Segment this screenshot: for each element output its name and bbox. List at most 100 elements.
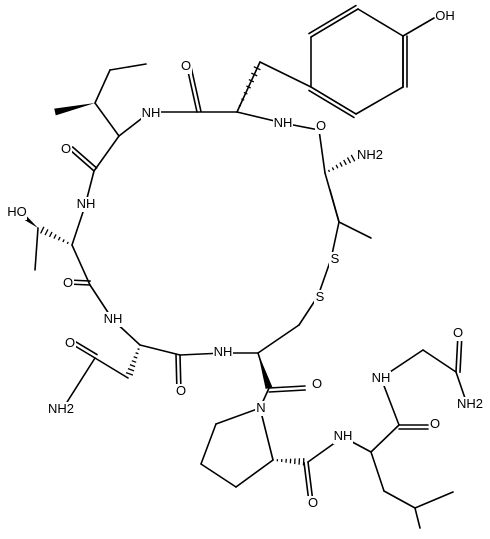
bond-27 <box>259 407 274 461</box>
label-bg-o-thr <box>62 276 74 291</box>
bond-layer <box>34 4 468 529</box>
bond-24 <box>200 423 217 465</box>
label-bg-nh2-top <box>356 148 384 163</box>
atom-label-o-tyr: O <box>181 58 191 73</box>
atom-label-s-upper: S <box>331 251 340 266</box>
hash-bond-2 <box>40 226 69 245</box>
bond-double-56 <box>308 4 357 35</box>
atom-label-o-ile: O <box>61 141 71 156</box>
label-bg-nh-cys <box>213 345 233 360</box>
atom-label-oh-thr: HO <box>7 204 27 219</box>
atom-label-o-pro: O <box>308 495 318 510</box>
hash-bond-0 <box>238 66 261 107</box>
label-bg-o-tyr <box>180 59 192 74</box>
label-bg-nh-tyr <box>273 116 293 131</box>
bond-0 <box>357 8 404 37</box>
atom-label-nh-gly: NH <box>372 370 391 385</box>
label-bg-n-pro <box>255 401 267 416</box>
bond-45 <box>71 205 86 246</box>
bond-35 <box>370 451 385 492</box>
bond-50 <box>139 344 181 356</box>
label-bg-s-upper <box>329 252 341 267</box>
atom-label-nh-thr: NH <box>77 196 96 211</box>
label-bg-o-leu <box>429 417 441 432</box>
bond-13 <box>318 129 326 174</box>
atom-label-o-cys: O <box>312 376 322 391</box>
bond-67 <box>307 461 314 503</box>
bond-6 <box>402 17 435 37</box>
label-bg-oh-thr <box>7 205 27 220</box>
atom-label-o-gly: O <box>453 325 463 340</box>
bond-54 <box>329 189 340 223</box>
bond-double-74 <box>71 146 98 169</box>
bond-15 <box>338 221 372 239</box>
bond-17 <box>317 258 332 297</box>
atom-label-nh-tyr: NH <box>274 115 293 130</box>
atom-label-s-lower: S <box>316 289 325 304</box>
bond-40 <box>93 135 120 172</box>
bond-55 <box>310 8 359 38</box>
hash-bond-1 <box>327 154 356 173</box>
label-bg-o-ile <box>60 142 72 157</box>
bond-26 <box>235 459 274 488</box>
atom-label-oh-phenol: OH <box>435 8 455 23</box>
atom-label-o-leu: O <box>430 416 440 431</box>
label-bg-oh-phenol <box>435 9 455 24</box>
label-bg-o-gly <box>452 326 464 341</box>
bond-23 <box>215 407 261 425</box>
label-bg-o-cys <box>311 377 323 392</box>
atom-label-nh2-asn: NH2 <box>48 401 74 416</box>
label-bg-o-pro <box>307 496 319 511</box>
bond-25 <box>200 463 237 488</box>
bond-52 <box>94 357 129 379</box>
label-bg-nh2-asn <box>47 402 75 417</box>
atom-label-o-asn-side: O <box>65 335 75 350</box>
atom-label-nh-leu: NH <box>334 428 353 443</box>
label-bg-s-lower <box>314 290 326 305</box>
label-bg-nh2-gly <box>456 397 484 412</box>
bond-37 <box>414 491 454 509</box>
atom-label-nh-cys: NH <box>214 344 233 359</box>
bond-46 <box>71 244 91 286</box>
atom-label-nh-asn: NH <box>104 311 123 326</box>
bond-30 <box>370 424 400 453</box>
hash-bond-4 <box>276 458 305 466</box>
label-bg-nh-gly <box>371 371 391 386</box>
bond-7 <box>259 61 312 88</box>
bond-double-66 <box>268 389 307 393</box>
atom-label-nh-ile: NH <box>142 105 161 120</box>
bond-43 <box>109 63 147 71</box>
bond-47 <box>34 227 39 271</box>
bond-4 <box>355 86 404 115</box>
bond-38 <box>414 507 421 529</box>
bond-double-68 <box>303 461 310 504</box>
atom-label-o-thr: O <box>63 275 73 290</box>
atom-label-o-asn: O <box>176 383 186 398</box>
bond-65 <box>268 385 306 389</box>
bond-53 <box>61 357 96 411</box>
label-bg-nh-thr <box>76 197 96 212</box>
atom-label-nh2-gly: NH2 <box>457 396 483 411</box>
label-bg-o-asn-side <box>64 336 76 351</box>
bond-double-80 <box>71 338 98 356</box>
label-bg-o-cys <box>315 119 327 134</box>
label-bg-nh-ile <box>141 106 161 121</box>
wedge-bond-1 <box>258 353 273 390</box>
bond-42 <box>94 69 111 104</box>
bond-61 <box>186 66 198 113</box>
label-bg-o-asn <box>175 384 187 399</box>
bond-73 <box>69 149 95 172</box>
atom-label-nh2-top: NH2 <box>357 147 383 162</box>
atom-label-n-pro: N <box>256 400 265 415</box>
bond-double-62 <box>190 65 202 112</box>
bond-19 <box>257 324 300 354</box>
wedge-bond-0 <box>54 103 95 116</box>
bond-double-58 <box>308 89 355 119</box>
atom-label-o-cys: O <box>316 118 326 133</box>
label-bg-nh-leu <box>333 429 353 444</box>
label-bg-nh-asn <box>103 312 123 327</box>
bond-57 <box>310 86 357 115</box>
